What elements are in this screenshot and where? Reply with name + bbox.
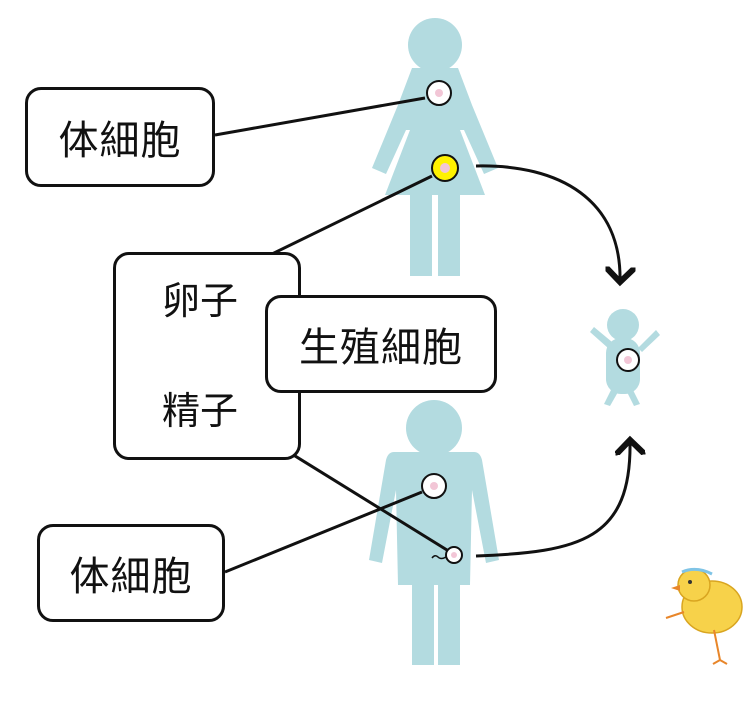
germ-cell-label: 生殖細胞 xyxy=(265,295,497,393)
egg-cell xyxy=(431,154,459,182)
egg-label: 卵子 xyxy=(162,279,239,323)
chick-illustration xyxy=(665,567,743,665)
somatic-cell-label-top: 体細胞 xyxy=(25,87,215,187)
male-figure xyxy=(369,400,499,665)
line-somatic-bottom xyxy=(224,490,423,574)
arrow-egg-to-baby xyxy=(475,164,620,282)
somatic-cell-female xyxy=(426,80,452,106)
baby-cell xyxy=(616,348,640,372)
arrow-sperm-to-baby xyxy=(475,440,630,558)
somatic-cell-label-bottom: 体細胞 xyxy=(37,524,225,622)
female-figure xyxy=(372,18,498,276)
baby-figure xyxy=(590,309,660,406)
sperm-label: 精子 xyxy=(162,389,239,433)
somatic-cell-male xyxy=(421,473,447,499)
line-somatic-top xyxy=(214,96,426,137)
sperm-cell xyxy=(431,546,463,564)
